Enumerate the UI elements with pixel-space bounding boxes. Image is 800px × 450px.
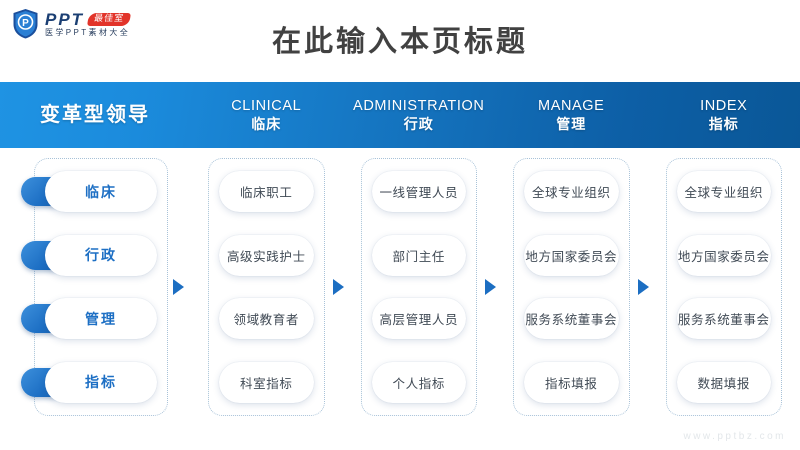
pill-label: 指标 [85,374,117,391]
list-item[interactable]: 部门主任 [371,234,466,276]
column-clinical: 临床职工 高级实践护士 领域教育者 科室指标 [190,158,344,416]
list-item[interactable]: 临床 [21,171,157,212]
list-item[interactable]: 地方国家委员会 [676,234,771,276]
pill-3-1[interactable]: 一线管理人员 [371,171,466,212]
header-en-index: INDEX [700,98,748,115]
matrix-columns: 临床 行政 管理 指标 [0,158,800,416]
list-item[interactable]: 高层管理人员 [371,298,466,340]
pill-5-4[interactable]: 数据填报 [676,361,771,403]
flow-arrow-right-icon [332,279,344,295]
column-index: 全球专业组织 地方国家委员会 服务系统董事会 数据填报 [648,158,800,416]
pill-1-2[interactable]: 行政 [45,234,157,276]
header-column-index: INDEX 指标 [648,98,800,132]
list-item[interactable]: 指标 [21,361,157,403]
list-item[interactable]: 科室指标 [219,361,314,403]
pill-label: 地方国家委员会 [677,249,770,264]
pill-2-3[interactable]: 领域教育者 [219,298,314,340]
pill-label: 部门主任 [392,249,445,264]
pill-5-3[interactable]: 服务系统董事会 [676,298,771,340]
column-box-2: 临床职工 高级实践护士 领域教育者 科室指标 [208,158,325,416]
flow-arrow-right-icon [485,279,496,295]
list-item[interactable]: 高级实践护士 [219,234,314,276]
flow-arrow-right-icon [173,279,184,295]
pill-label: 服务系统董事会 [525,313,618,328]
column-box-4: 全球专业组织 地方国家委员会 服务系统董事会 指标填报 [513,158,630,416]
logo-brand: PPT [45,9,85,29]
header-band: 变革型领导 CLINICAL 临床 ADMINISTRATION 行政 MANA… [0,82,800,148]
header-en-manage: MANAGE [538,98,605,115]
svg-text:P: P [22,18,29,29]
pill-2-4[interactable]: 科室指标 [219,361,314,403]
list-item[interactable]: 地方国家委员会 [524,234,619,276]
column-transformational-leadership: 临床 行政 管理 指标 [0,158,190,416]
pill-label: 数据填报 [697,376,750,391]
list-item[interactable]: 数据填报 [676,361,771,403]
pill-3-2[interactable]: 部门主任 [371,234,466,276]
pill-4-3[interactable]: 服务系统董事会 [524,298,619,340]
list-item[interactable]: 一线管理人员 [371,171,466,212]
list-item[interactable]: 领域教育者 [219,298,314,340]
list-item[interactable]: 管理 [21,298,157,340]
pill-label: 个人指标 [392,376,445,391]
pill-label: 科室指标 [240,376,293,391]
pill-label: 高层管理人员 [379,313,459,328]
pill-label: 一线管理人员 [379,186,459,200]
list-item[interactable]: 指标填报 [524,361,619,403]
column-box-1: 临床 行政 管理 指标 [21,158,168,416]
pill-label: 临床 [85,183,117,200]
pill-2-2[interactable]: 高级实践护士 [219,234,314,276]
shield-icon: P [12,8,39,39]
column-manage: 全球专业组织 地方国家委员会 服务系统董事会 指标填报 [495,158,649,416]
logo-text: PPT 最佳室 医学PPT素材大全 [45,9,131,37]
header-en-clinical: CLINICAL [231,98,302,115]
header-cn-manage: 管理 [556,115,587,132]
header-en-administration: ADMINISTRATION [353,98,485,115]
list-item[interactable]: 临床职工 [219,171,314,212]
pill-label: 地方国家委员会 [525,249,618,264]
pill-3-3[interactable]: 高层管理人员 [371,298,466,340]
header-column-administration: ADMINISTRATION 行政 [343,98,496,132]
column-administration: 一线管理人员 部门主任 高层管理人员 个人指标 [343,158,496,416]
list-item[interactable]: 全球专业组织 [676,171,771,212]
pill-2-1[interactable]: 临床职工 [219,171,314,212]
pill-label: 指标填报 [545,376,598,391]
brand-logo: P PPT 最佳室 医学PPT素材大全 [12,8,131,39]
pill-label: 管理 [85,310,117,327]
pill-4-4[interactable]: 指标填报 [524,361,619,403]
column-box-5: 全球专业组织 地方国家委员会 服务系统董事会 数据填报 [665,158,782,416]
pill-5-1[interactable]: 全球专业组织 [676,171,771,212]
pill-1-3[interactable]: 管理 [45,298,157,340]
header-cn-clinical: 临床 [251,115,282,132]
flow-arrow-right-icon [637,279,649,295]
pill-3-4[interactable]: 个人指标 [371,361,466,403]
site-watermark: www.pptbz.com [683,431,786,442]
list-item[interactable]: 全球专业组织 [524,171,619,212]
list-item[interactable]: 行政 [21,234,157,276]
list-item[interactable]: 个人指标 [371,361,466,403]
list-item[interactable]: 服务系统董事会 [524,298,619,340]
pill-4-2[interactable]: 地方国家委员会 [524,234,619,276]
header-cn-administration: 行政 [403,115,434,132]
pill-5-2[interactable]: 地方国家委员会 [676,234,771,276]
pill-label: 领域教育者 [233,313,299,328]
logo-subtitle: 医学PPT素材大全 [45,27,131,37]
page-title: 在此输入本页标题 [271,26,528,58]
header-primary: 变革型领导 [40,103,150,126]
pill-1-1[interactable]: 临床 [45,171,157,212]
pill-label: 高级实践护士 [226,249,306,264]
pill-1-4[interactable]: 指标 [45,361,157,403]
pill-label: 全球专业组织 [531,186,611,200]
pill-label: 服务系统董事会 [677,313,770,328]
header-column-manage: MANAGE 管理 [495,98,648,132]
pill-label: 行政 [85,247,117,264]
list-item[interactable]: 服务系统董事会 [676,298,771,340]
pill-label: 临床职工 [240,186,293,200]
header-cn-index: 指标 [708,115,739,132]
column-box-3: 一线管理人员 部门主任 高层管理人员 个人指标 [360,158,477,416]
pill-4-1[interactable]: 全球专业组织 [524,171,619,212]
header-column-clinical: CLINICAL 临床 [190,98,343,132]
pill-label: 全球专业组织 [684,186,764,200]
